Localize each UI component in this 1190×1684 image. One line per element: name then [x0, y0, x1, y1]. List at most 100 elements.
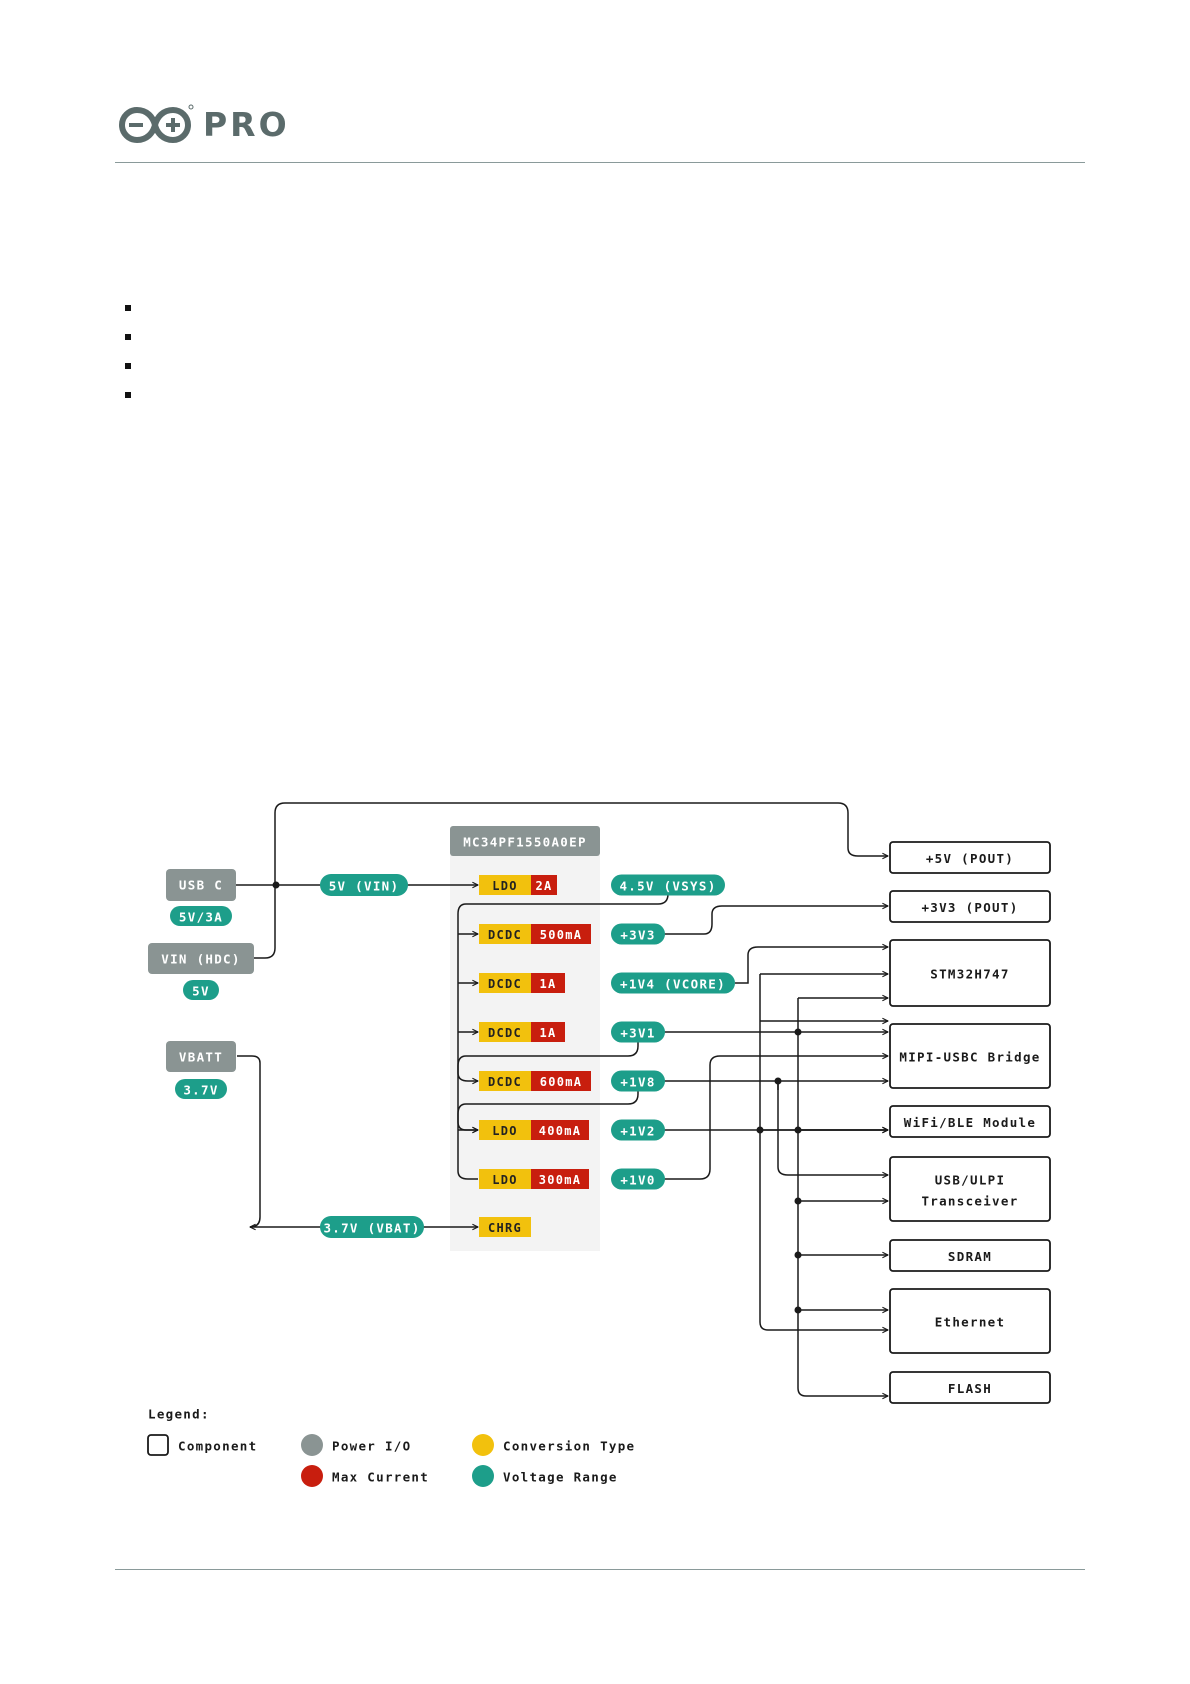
vbatt-label: VBATT	[179, 1050, 223, 1065]
junction-dot	[794, 1197, 802, 1205]
output-voltage-pill	[611, 1168, 665, 1190]
vbat-rail	[320, 1216, 424, 1238]
conversion-type-badge	[479, 1120, 531, 1140]
usbc-voltage	[170, 906, 232, 926]
conversion-type-badge	[479, 924, 531, 944]
wire	[457, 885, 669, 1180]
vbat-rail-label: 3.7V (VBAT)	[323, 1221, 420, 1236]
conversion-type-badge	[479, 1022, 531, 1042]
vin-voltage-label: 5V	[192, 984, 210, 999]
junction-dot	[272, 881, 280, 889]
footer-divider	[115, 1569, 1085, 1570]
bullet-marker	[125, 392, 131, 398]
usbc-box	[166, 869, 236, 901]
junction-dot	[794, 1306, 802, 1314]
wire	[236, 802, 888, 959]
conversion-type-label: LDO	[492, 1173, 518, 1187]
conversion-type-badge	[479, 1169, 531, 1189]
output-voltage-pill-label: +1V8	[620, 1075, 655, 1090]
usbc-label: USB C	[179, 878, 223, 893]
max-current-label: 1A	[539, 1026, 556, 1040]
max-current-label: 400mA	[539, 1124, 582, 1138]
component-label: USB/ULPI	[935, 1173, 1006, 1188]
bullet-marker	[125, 305, 131, 311]
max-current-label: 500mA	[540, 928, 583, 942]
component-box	[889, 890, 1051, 923]
wire	[777, 1081, 888, 1175]
wire	[735, 947, 888, 984]
component-box	[889, 1371, 1051, 1404]
output-voltage-pill	[611, 1119, 665, 1141]
conversion-type-badge	[479, 875, 531, 895]
charger-badge	[479, 1217, 531, 1237]
max-current-badge	[531, 1071, 591, 1091]
brand-name: PRO	[203, 105, 290, 144]
max-current-label: 300mA	[539, 1173, 582, 1187]
arduino-logo-icon	[119, 104, 194, 144]
legend-component-swatch	[147, 1434, 169, 1456]
legend-item-label: Power I/O	[332, 1439, 411, 1454]
conversion-type-label: LDO	[492, 879, 518, 893]
component-box	[889, 1239, 1051, 1272]
component-box	[889, 939, 1051, 1007]
output-voltage-pill	[611, 923, 665, 945]
bullet-marker	[125, 334, 131, 340]
conversion-type-label: LDO	[492, 1124, 518, 1138]
conversion-type-label: DCDC	[488, 977, 522, 991]
component-label: STM32H747	[930, 967, 1009, 982]
component-box	[889, 1105, 1051, 1138]
conversion-type-label: DCDC	[488, 928, 522, 942]
brand-header: PRO	[115, 103, 287, 153]
vin-voltage	[183, 980, 219, 1000]
output-voltage-pill-label: +1V4 (VCORE)	[620, 977, 726, 992]
legend-item-label: Component	[178, 1439, 257, 1454]
header-divider	[115, 162, 1085, 163]
junction-dot	[794, 1028, 802, 1036]
output-voltage-pill-label: +3V3	[620, 928, 655, 943]
vbatt-box	[166, 1041, 236, 1072]
vin-rail-label: 5V (VIN)	[329, 879, 400, 894]
output-voltage-pill	[611, 1070, 665, 1092]
vbatt-voltage	[175, 1079, 227, 1099]
output-voltage-pill	[611, 1021, 665, 1043]
junction-dot	[774, 1077, 782, 1085]
component-label: WiFi/BLE Module	[904, 1115, 1036, 1130]
usbc-voltage-label: 5V/3A	[179, 910, 223, 925]
wire	[660, 906, 888, 935]
pmic-panel	[450, 855, 600, 1251]
bullet-list	[125, 305, 131, 421]
max-current-label: 600mA	[540, 1075, 583, 1089]
max-current-badge	[531, 924, 591, 944]
legend-voltage-swatch	[472, 1465, 494, 1487]
junction-dot	[756, 1126, 764, 1134]
output-voltage-pill	[611, 972, 735, 994]
conversion-type-badge	[479, 973, 531, 993]
wire	[797, 998, 888, 1396]
bullet-marker	[125, 363, 131, 369]
pmic-title-box	[450, 826, 600, 856]
pmic-title: MC34PF1550A0EP	[463, 835, 587, 850]
legend-item-label: Conversion Type	[503, 1439, 635, 1454]
charger-label: CHRG	[488, 1221, 522, 1235]
output-voltage-pill-label: 4.5V (VSYS)	[619, 879, 716, 894]
component-box	[889, 841, 1051, 874]
max-current-badge	[531, 973, 565, 993]
junction-dot	[794, 1126, 802, 1134]
max-current-label: 2A	[535, 879, 552, 893]
component-label: FLASH	[948, 1381, 992, 1396]
component-label: MIPI-USBC Bridge	[899, 1050, 1040, 1065]
component-label: SDRAM	[948, 1249, 992, 1264]
wire	[457, 1032, 639, 1081]
wire	[237, 1055, 261, 1227]
conversion-type-label: DCDC	[488, 1075, 522, 1089]
component-label: Transceiver	[921, 1194, 1018, 1209]
conversion-type-badge	[479, 1071, 531, 1091]
vbatt-voltage-label: 3.7V	[183, 1083, 218, 1098]
wire	[759, 974, 888, 1330]
wire	[457, 1081, 639, 1130]
vin-rail	[320, 874, 408, 896]
vin-label: VIN (HDC)	[161, 952, 240, 967]
component-label: +5V (POUT)	[926, 851, 1014, 866]
max-current-label: 1A	[539, 977, 556, 991]
